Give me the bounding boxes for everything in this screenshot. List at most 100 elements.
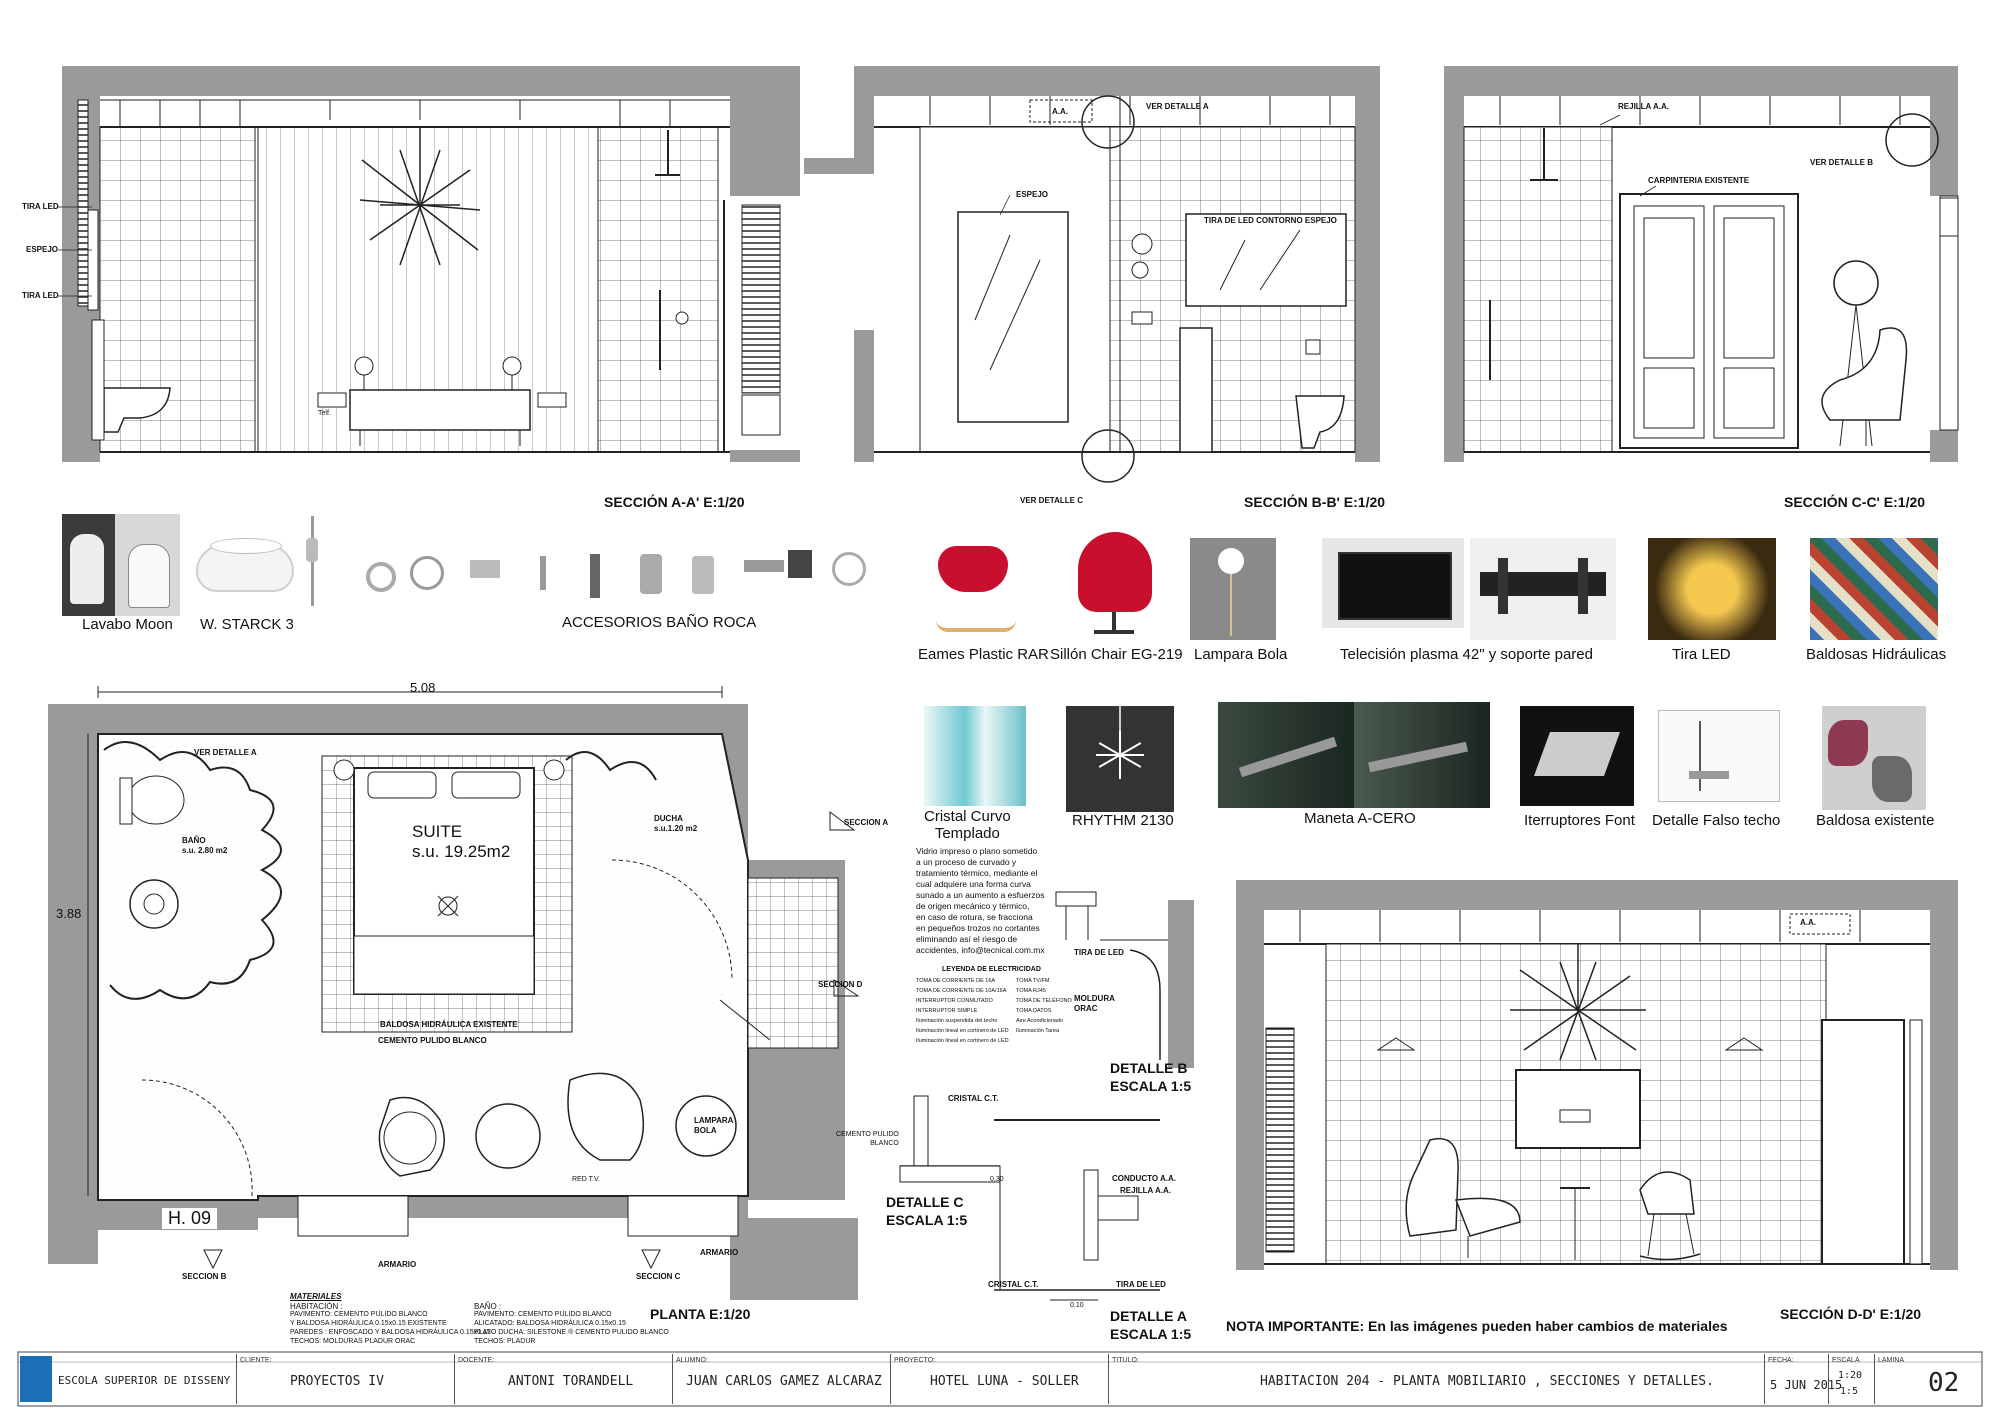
plan-suite: SUITE xyxy=(412,822,463,841)
caption-baldosa-existente: Baldosa existente xyxy=(1816,812,1935,829)
cc-label-rejilla: REJILLA A.A. xyxy=(1618,102,1669,111)
aa-label-espejo: ESPEJO xyxy=(26,245,59,254)
caption-tira-led: Tira LED xyxy=(1672,646,1731,663)
caption-starck: W. STARCK 3 xyxy=(200,616,294,633)
detail-a-rejilla: REJILLA A.A. xyxy=(1120,1186,1171,1195)
caption-maneta: Maneta A-CERO xyxy=(1304,810,1416,827)
cristal-description: Vidrio impreso o plano sometido a un pro… xyxy=(916,846,1045,955)
caption-lavabo: Lavabo Moon xyxy=(82,616,173,633)
section-bb xyxy=(804,66,1380,483)
plan-seccion-d: SECCION D xyxy=(818,980,863,989)
tira-led-image xyxy=(1648,538,1776,640)
lavabo-moon-image xyxy=(62,514,180,616)
caption-lampara: Lampara Bola xyxy=(1194,646,1288,663)
tb-escala-a: 1:20 xyxy=(1838,1370,1863,1381)
starck-toilet-image xyxy=(196,532,294,602)
bb-label-ver-detalle-c: VER DETALLE C xyxy=(1020,496,1083,505)
plan-seccion-b: SECCION B xyxy=(182,1272,227,1281)
materiales-title: MATERIALES xyxy=(290,1292,342,1301)
shower-bar-image xyxy=(306,516,318,606)
plan-seccion-a: SECCION A xyxy=(844,818,889,827)
caption-sillon: Sillón Chair EG-219 xyxy=(1050,646,1183,663)
tb-school: ESCOLA SUPERIOR DE DISSENY xyxy=(58,1374,231,1387)
plan-title: PLANTA E:1/20 xyxy=(650,1306,751,1322)
plan-red-tv: RED T.V. xyxy=(572,1176,601,1183)
caption-cristal: Cristal Curvo Templado xyxy=(924,808,1011,842)
detail-b-scale: ESCALA 1:5 xyxy=(1110,1078,1192,1094)
eames-chair-image xyxy=(930,546,1022,632)
bb-label-espejo: ESPEJO xyxy=(1016,190,1049,199)
tb-escala-b: 1:5 xyxy=(1840,1386,1859,1397)
maneta-image xyxy=(1218,702,1490,808)
section-aa-title: SECCIÓN A-A' E:1/20 xyxy=(604,494,745,510)
detail-c-cemento: CEMENTO PULIDO BLANCO xyxy=(836,1131,899,1147)
detail-c-cristal: CRISTAL C.T. xyxy=(948,1094,999,1103)
materiales-habitacion: HABITACIÓN : xyxy=(290,1302,343,1311)
detail-b xyxy=(1055,891,1194,1068)
section-aa xyxy=(62,66,800,462)
baldosas-hidraulicas-image xyxy=(1810,538,1938,640)
tb-alumno: JUAN CARLOS GAMEZ ALCARAZ xyxy=(686,1374,882,1389)
materiales-bano: BAÑO : xyxy=(474,1302,502,1311)
section-dd-title: SECCIÓN D-D' E:1/20 xyxy=(1780,1306,1922,1322)
falso-techo-image xyxy=(1658,710,1780,802)
caption-rhythm: RHYTHM 2130 xyxy=(1072,812,1174,829)
section-cc xyxy=(1444,66,1959,462)
detail-a-conducto: CONDUCTO A.A. xyxy=(1112,1174,1176,1183)
tb-lamina: 02 xyxy=(1928,1368,1960,1398)
tv-mount-image xyxy=(1470,538,1616,640)
egg-chair-image xyxy=(1072,532,1158,638)
chandelier-icon xyxy=(359,127,481,266)
detail-c-title: DETALLE C xyxy=(886,1194,964,1210)
caption-accesorios: ACCESORIOS BAÑO ROCA xyxy=(562,614,757,631)
baldosa-existente-image xyxy=(1822,706,1926,810)
cc-label-carpinteria: CARPINTERIA EXISTENTE xyxy=(1648,176,1750,185)
cc-label-ver-detalle-b: VER DETALLE B xyxy=(1810,158,1873,167)
plan-seccion-c: SECCION C xyxy=(636,1272,681,1281)
plan-width-dim: 5.08 xyxy=(410,680,436,695)
section-bb-title: SECCIÓN B-B' E:1/20 xyxy=(1244,494,1386,510)
section-dd xyxy=(1236,880,1958,1270)
bb-label-aa: A.A. xyxy=(1052,107,1068,116)
caption-baldosas: Baldosas Hidráulicas xyxy=(1806,646,1947,663)
caption-interruptores: Iterruptores Font xyxy=(1524,812,1635,829)
caption-tv: Telecisión plasma 42" y soporte pared xyxy=(1340,646,1593,663)
plan-height-dim: 3.88 xyxy=(56,906,82,921)
tb-docente: ANTONI TORANDELL xyxy=(508,1374,634,1389)
detail-b-moldura: MOLDURA ORAC xyxy=(1074,994,1115,1013)
title-block-frame xyxy=(17,1351,1983,1407)
detail-a-tira: TIRA DE LED xyxy=(1116,1280,1166,1289)
detail-a-dim-2: 0.10 xyxy=(1070,1302,1084,1309)
tb-cliente: PROYECTOS IV xyxy=(290,1374,384,1389)
school-logo xyxy=(20,1356,52,1402)
chandelier-icon-dd xyxy=(1510,944,1646,1061)
plan-lampara: LAMPARA BOLA xyxy=(694,1116,734,1135)
plan-baldosa: BALDOSA HIDRÁULICA EXISTENTE xyxy=(380,1020,518,1029)
detail-a-title: DETALLE A xyxy=(1110,1308,1187,1324)
plan-bano-area: s.u. 2.80 m2 xyxy=(182,846,228,855)
bb-label-tira-led: TIRA DE LED CONTORNO ESPEJO xyxy=(1204,216,1337,225)
detail-b-title: DETALLE B xyxy=(1110,1060,1188,1076)
plan-bano: BAÑO xyxy=(182,836,206,845)
detail-a xyxy=(994,1119,1160,1301)
lampara-bola-image xyxy=(1190,538,1276,640)
plan-armario-2: ARMARIO xyxy=(700,1248,739,1257)
leyenda-title: LEYENDA DE ELECTRICIDAD xyxy=(942,966,1041,973)
plan-armario-1: ARMARIO xyxy=(378,1260,417,1269)
tb-proyecto: HOTEL LUNA - SOLLER xyxy=(930,1374,1079,1389)
nota-importante: NOTA IMPORTANTE: En las imágenes pueden … xyxy=(1226,1318,1728,1334)
plan-cemento: CEMENTO PULIDO BLANCO xyxy=(378,1036,487,1045)
plan-ver-detalle-a: VER DETALLE A xyxy=(194,748,257,757)
rhythm-image xyxy=(1066,706,1174,812)
caption-eames: Eames Plastic RAR xyxy=(918,646,1049,663)
dd-label-aa: A.A. xyxy=(1800,918,1816,927)
section-cc-title: SECCIÓN C-C' E:1/20 xyxy=(1784,494,1926,510)
aa-label-tel: Telf. xyxy=(318,410,331,417)
detail-a-cristal: CRISTAL C.T. xyxy=(988,1280,1039,1289)
detail-c xyxy=(899,1095,1001,1183)
tv-image xyxy=(1322,538,1464,628)
detail-c-scale: ESCALA 1:5 xyxy=(886,1212,968,1228)
detail-a-dim-1: 0.30 xyxy=(990,1176,1004,1183)
plan-ducha-area: s.u.1.20 m2 xyxy=(654,824,698,833)
